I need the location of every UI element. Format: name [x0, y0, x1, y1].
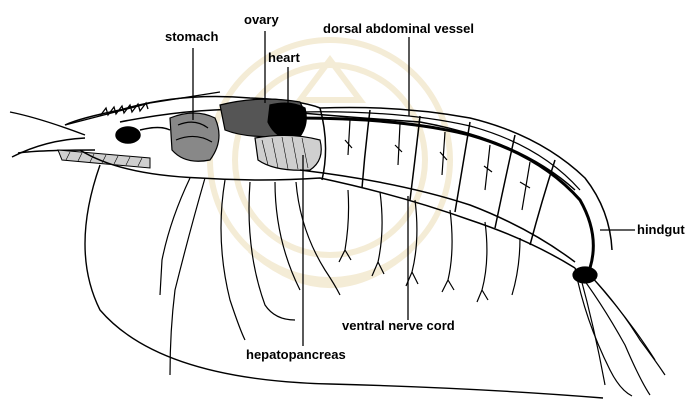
tail-fan	[573, 267, 665, 396]
label-heart: heart	[268, 50, 300, 65]
label-hepatopancreas: hepatopancreas	[246, 347, 346, 362]
antennal-scale	[58, 150, 150, 168]
label-hindgut: hindgut	[637, 222, 685, 237]
label-ovary: ovary	[244, 12, 279, 27]
label-stomach: stomach	[165, 29, 218, 44]
body-outline	[65, 97, 612, 269]
label-ventral-nerve-cord: ventral nerve cord	[342, 318, 455, 333]
legs	[160, 178, 520, 375]
label-dorsal-abdominal-vessel: dorsal abdominal vessel	[323, 21, 474, 36]
